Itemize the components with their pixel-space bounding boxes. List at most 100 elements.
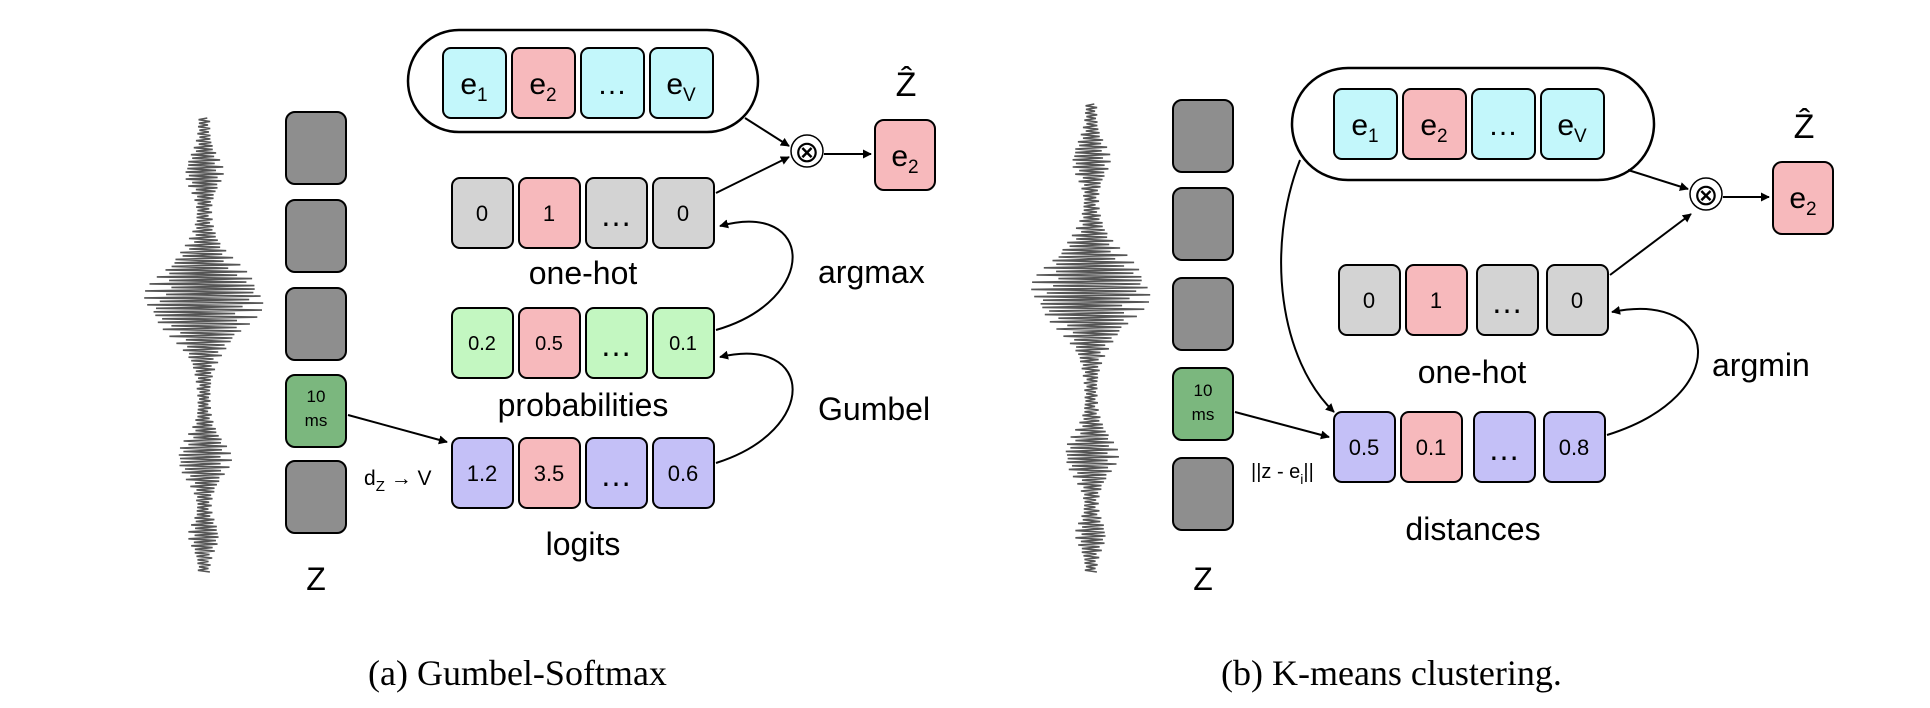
onehot-b-label: one-hot [1418, 354, 1527, 390]
arrow-logits-to-probs-a [715, 350, 794, 464]
codebook-a-cell-2 [511, 47, 576, 119]
dist-b-cell-3 [1473, 411, 1536, 483]
codebook-a-cell-3 [580, 47, 645, 119]
frame-a-label-bottom: ms [305, 411, 328, 430]
onehot-a-text-4: 0 [677, 201, 689, 226]
onehot-a-text-1: 0 [476, 201, 488, 226]
arrow-codebook-to-multiply-a [744, 117, 790, 147]
arrow-frame-to-logits-a [347, 414, 448, 445]
output-a [874, 119, 936, 191]
arrows-a [347, 117, 872, 464]
probs-a-text-3: … [600, 327, 632, 363]
codebook-a-text-2: e2 [529, 68, 556, 106]
codebook-a-text-4: eV [666, 68, 696, 106]
multiply-node-a [790, 134, 824, 168]
zhat-label-b: Ẑ [1794, 108, 1815, 146]
arrow-frame-to-distances-b [1234, 411, 1330, 440]
frame-b-active [1172, 367, 1234, 441]
frame-b-1 [1172, 99, 1234, 173]
codebook-b-cell-2 [1402, 88, 1467, 160]
onehot-b-cell-2 [1405, 264, 1468, 336]
z-frames-b: 10 ms [1172, 99, 1234, 531]
arrow-probs-to-onehot-a [715, 219, 794, 331]
codebook-b-text-3: … [1488, 109, 1518, 142]
probs-a-label: probabilities [498, 387, 669, 423]
codebook-a-text-3: … [597, 68, 627, 101]
codebook-b-text-1: e1 [1351, 109, 1378, 147]
frame-b-3 [1172, 277, 1234, 351]
onehot-b-cell-3 [1476, 264, 1539, 336]
frame-a-2 [285, 199, 347, 273]
codebook-b-cell-4 [1540, 88, 1605, 160]
arrow-onehot-to-multiply-b [1609, 213, 1692, 276]
z-label-a: Z [306, 561, 326, 597]
distance-formula: ||z - ei|| [1251, 461, 1314, 487]
dist-b-cell-2 [1400, 411, 1463, 483]
zhat-label-a: Ẑ [896, 66, 917, 104]
probs-a-text-2: 0.5 [535, 333, 563, 355]
projection-label-a: dZ → V [364, 467, 432, 495]
onehot-a-text-3: … [600, 197, 632, 233]
waveform-a [144, 117, 264, 573]
logits-a-cell-3 [585, 437, 648, 509]
frame-b-label-top: 10 [1194, 381, 1213, 400]
logits-a-label: logits [546, 526, 621, 562]
z-label-b: Z [1193, 561, 1213, 597]
caption-a: (a) Gumbel-Softmax [368, 653, 667, 693]
logits-a-text-1: 1.2 [467, 461, 498, 486]
frame-a-3 [285, 287, 347, 361]
argmin-label: argmin [1712, 347, 1810, 383]
logits-a-text-4: 0.6 [668, 461, 699, 486]
arrows-b [1234, 159, 1770, 440]
dist-b-text-1: 0.5 [1349, 435, 1380, 460]
output-b-text: e2 [1789, 182, 1816, 220]
codebook-a-cell-4 [649, 47, 714, 119]
frame-b-5 [1172, 457, 1234, 531]
frame-b-2 [1172, 187, 1234, 261]
logits-a-cell-4 [652, 437, 715, 509]
onehot-b-cell-4 [1546, 264, 1609, 336]
onehot-b-text-2: 1 [1430, 288, 1442, 313]
gumbel-label: Gumbel [818, 391, 930, 427]
codebook-a-text-1: e1 [460, 68, 487, 106]
onehot-a-text-2: 1 [543, 201, 555, 226]
frame-a-1 [285, 111, 347, 185]
logits-a-text-2: 3.5 [534, 461, 565, 486]
onehot-a-label: one-hot [529, 255, 638, 291]
output-a-text: e2 [891, 140, 918, 178]
probs-a-cell-1 [451, 307, 514, 379]
caption-b: (b) K-means clustering. [1221, 653, 1562, 693]
panel-a: 10 ms Z e1 e2 … eV ⊗ Ẑ e2 0 1 … 0 one-ho… [144, 28, 936, 597]
distances-label: distances [1405, 511, 1540, 547]
dist-b-cell-4 [1543, 411, 1606, 483]
arrow-codebook-to-multiply-b [1627, 169, 1689, 191]
frame-a-active [285, 374, 347, 448]
logits-a-text-3: … [600, 457, 632, 493]
codebook-b-text-2: e2 [1420, 109, 1447, 147]
onehot-b-text-1: 0 [1363, 288, 1375, 313]
panel-b: 10 ms Z e1 e2 … eV ⊗ Ẑ e2 0 1 … 0 one-ho… [1031, 66, 1834, 597]
logits-a-cell-1 [451, 437, 514, 509]
probs-a-cell-2 [518, 307, 581, 379]
probs-a-text-4: 0.1 [669, 333, 697, 355]
logits-a-cell-2 [518, 437, 581, 509]
onehot-a-cell-2 [518, 177, 581, 249]
arrow-distances-to-onehot-b [1606, 305, 1699, 436]
codebook-b-text-4: eV [1557, 109, 1587, 147]
onehot-a-cell-3 [585, 177, 648, 249]
codebook-b-cell-1 [1333, 88, 1398, 160]
z-frames-a: 10 ms [285, 111, 347, 534]
probs-a-text-1: 0.2 [468, 333, 496, 355]
otimes-b: ⊗ [1693, 179, 1718, 212]
dist-b-text-3: … [1488, 431, 1520, 467]
otimes-a: ⊗ [794, 136, 819, 169]
dist-b-text-2: 0.1 [1416, 435, 1447, 460]
dist-b-cell-1 [1333, 411, 1396, 483]
arrow-onehot-to-multiply-a [715, 156, 790, 194]
onehot-b-text-4: 0 [1571, 288, 1583, 313]
frame-b-label-bottom: ms [1192, 405, 1215, 424]
probs-a-cell-3 [585, 307, 648, 379]
argmax-label: argmax [818, 254, 925, 290]
onehot-b-text-3: … [1491, 284, 1523, 320]
